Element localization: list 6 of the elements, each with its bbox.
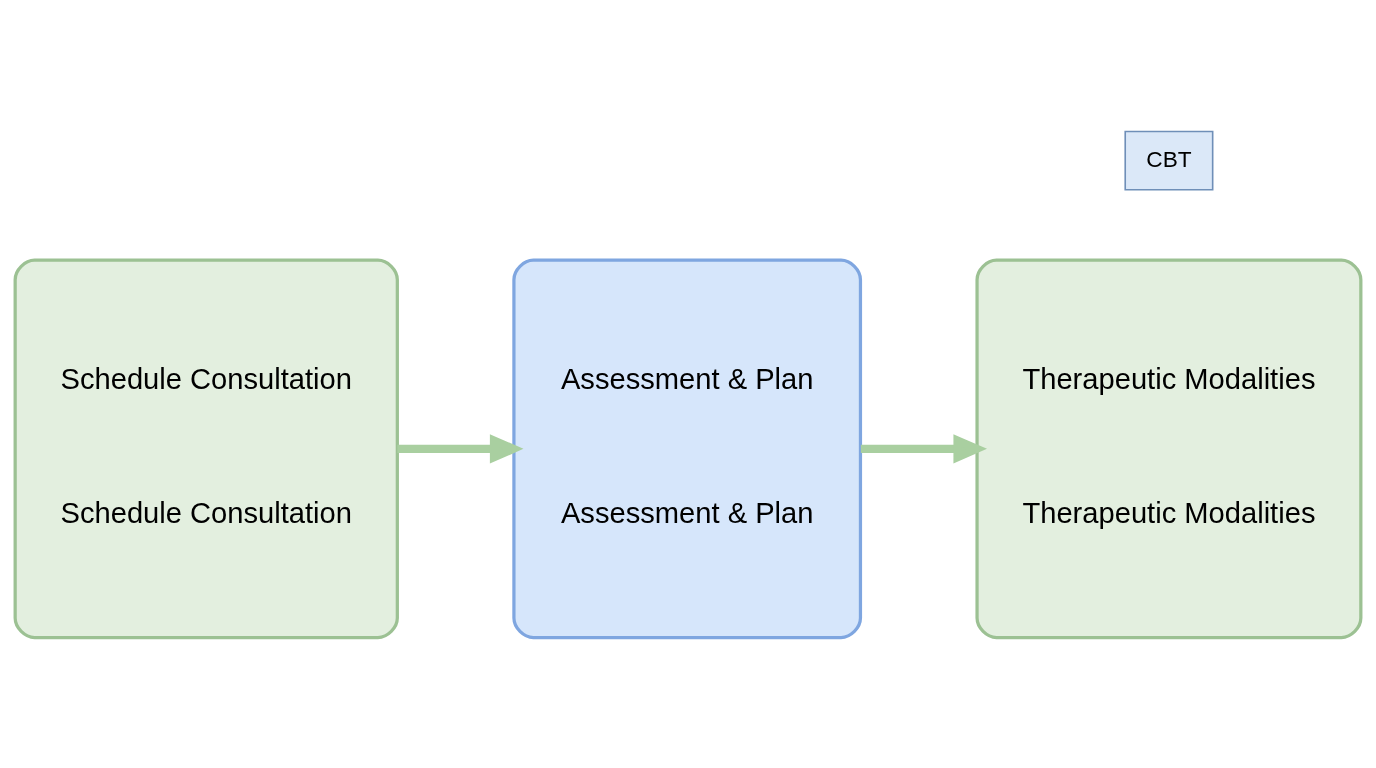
label: CBT — [1146, 145, 1192, 172]
arrow — [860, 433, 987, 464]
node-box: Therapeutic Modalities Therapeutic Modalities — [975, 258, 1363, 639]
node-box: Assessment & Plan Assessment & Plan — [512, 258, 863, 639]
arrow — [397, 433, 524, 464]
node-box: Schedule Consultation Schedule Consultation — [13, 258, 399, 639]
